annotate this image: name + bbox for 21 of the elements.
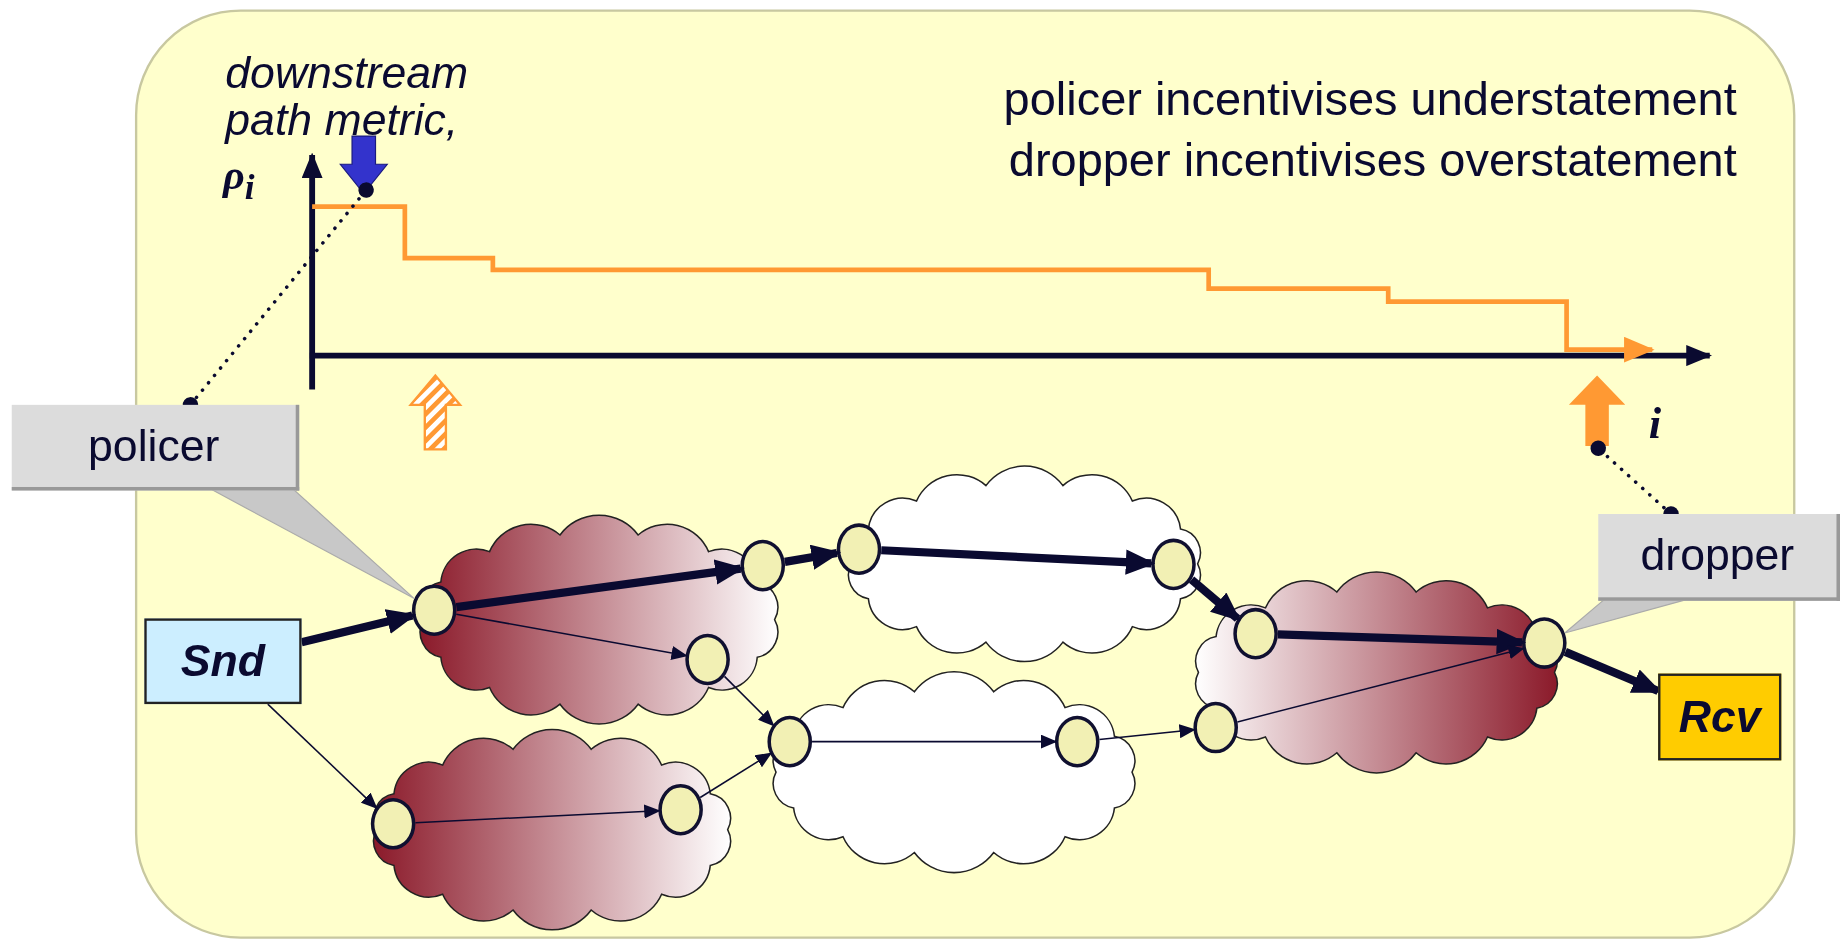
arrow: [784, 544, 842, 570]
arrow: [723, 675, 775, 727]
note-text: policer incentivises understatement dropper incentivises overstatement: [1002, 71, 1737, 188]
arrow: [1277, 628, 1527, 655]
arrow: [267, 703, 378, 809]
axis-label: i: [1648, 396, 1662, 449]
arrow: [1188, 576, 1241, 622]
callout-label: policer: [11, 404, 300, 491]
callout-label: dropper: [1598, 514, 1840, 601]
arrow: [1098, 724, 1196, 741]
axis-symbol: ρ$_{i}$: [222, 150, 255, 207]
arrow: [455, 613, 688, 660]
endpoint-box: Rcv: [1658, 673, 1782, 761]
arrow: [811, 734, 1058, 749]
arrow: [300, 609, 417, 647]
axis-label: downstream path metric,: [225, 49, 470, 144]
arrow: [881, 546, 1156, 575]
arrow: [1236, 645, 1525, 723]
endpoint-box: Snd: [144, 618, 302, 705]
arrow: [414, 804, 661, 824]
arrow: [455, 559, 745, 612]
